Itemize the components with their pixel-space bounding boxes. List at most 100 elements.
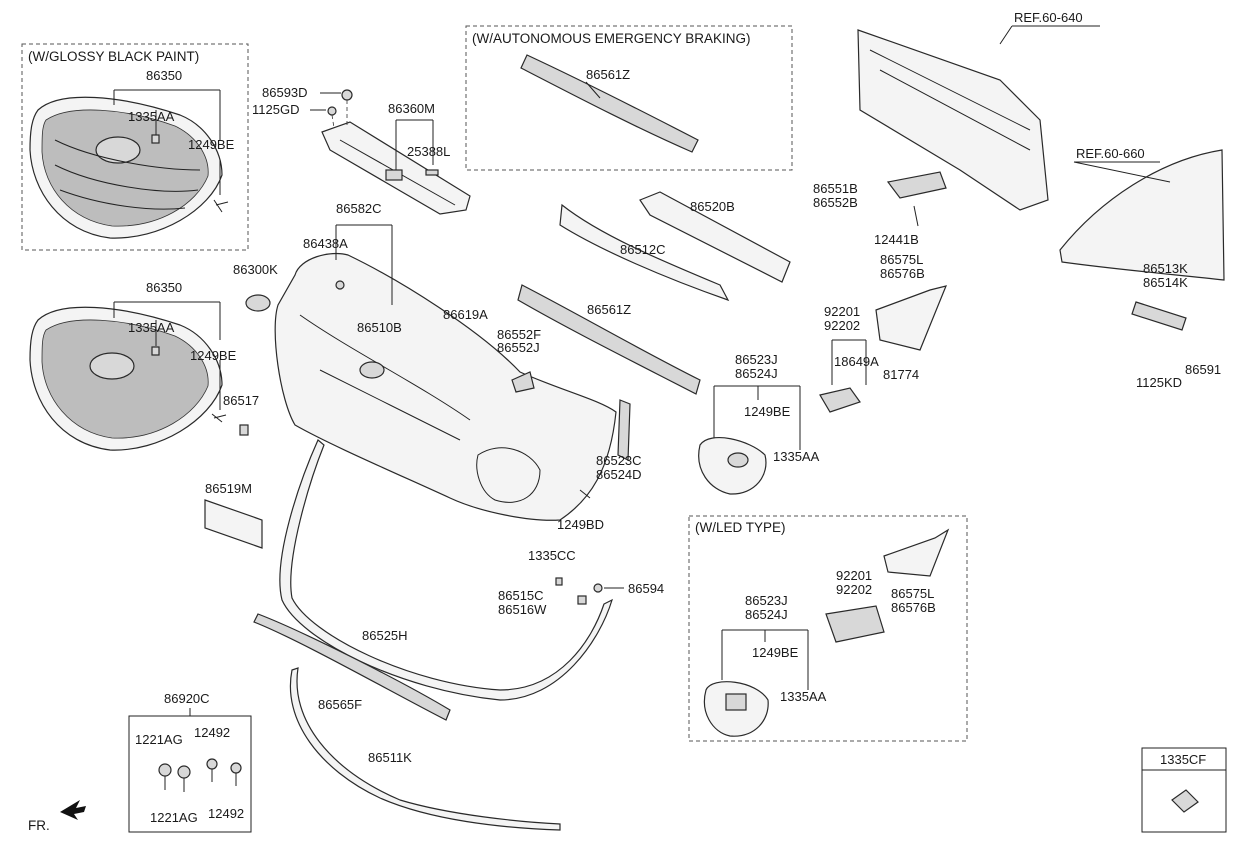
- label-1335CF: 1335CF: [1160, 752, 1206, 767]
- label-86350: 86350: [146, 68, 182, 83]
- ref-leader-2: [1073, 161, 1171, 183]
- ref-leader-1: [999, 25, 1100, 45]
- aeb-group-caption: (W/AUTONOMOUS EMERGENCY BRAKING): [472, 31, 751, 46]
- label-86523J: 86523J: [745, 593, 788, 608]
- label-86561Z: 86561Z: [586, 67, 630, 82]
- kit-fasteners: [158, 758, 242, 792]
- label-1335AA: 1335AA: [780, 689, 827, 704]
- label-1249BE: 1249BE: [744, 404, 791, 419]
- bolt-86593D: [341, 89, 353, 101]
- bracket-86552F: [511, 371, 535, 393]
- label-81774: 81774: [883, 367, 919, 382]
- label-86552B: 86552B: [813, 195, 858, 210]
- label-1125GD: 1125GD: [252, 102, 299, 117]
- label-86517: 86517: [223, 393, 259, 408]
- label-86582C: 86582C: [336, 201, 382, 216]
- label-86524J: 86524J: [735, 366, 778, 381]
- led-group-caption: (W/LED TYPE): [695, 520, 786, 535]
- clip-86594: [593, 583, 603, 593]
- label-86514K: 86514K: [1143, 275, 1188, 290]
- lower-grille-aeb: [520, 54, 699, 153]
- skid-plate-86565F: [253, 613, 451, 721]
- label-1125KD: 1125KD: [1136, 375, 1182, 390]
- lower-grille-86561Z: [517, 284, 701, 395]
- label-86519M: 86519M: [205, 481, 252, 496]
- lower-bumper-86525H: [279, 439, 613, 701]
- bracket-86513K: [1131, 301, 1187, 331]
- label-86593D: 86593D: [262, 85, 308, 100]
- label-86920C: 86920C: [164, 691, 210, 706]
- glossy-paint-group-box: [21, 43, 249, 251]
- label-86516W: 86516W: [498, 602, 547, 617]
- grille-leaders: [113, 301, 221, 410]
- ref-60-640: REF.60-640: [1014, 10, 1083, 25]
- bumper-beam-86512C: [559, 203, 730, 302]
- label-12492: 12492: [208, 806, 244, 821]
- aeb-leader: [585, 81, 601, 99]
- radiator-grille: [29, 306, 223, 451]
- air-guide-86575L: [875, 285, 948, 351]
- license-bracket-86519M: [204, 499, 263, 549]
- clip-86517: [239, 424, 249, 436]
- label-1221AG: 1221AG: [135, 732, 183, 747]
- label-86523J: 86523J: [735, 352, 778, 367]
- label-1249BE: 1249BE: [188, 137, 235, 152]
- radiator-support-ref: [857, 29, 1049, 211]
- fender-ref: [1059, 149, 1225, 281]
- led-cover-opening: [725, 693, 747, 711]
- label-86565F: 86565F: [318, 697, 362, 712]
- label-86510B: 86510B: [357, 320, 402, 335]
- ref-60-660: REF.60-660: [1076, 146, 1145, 161]
- aeb-group-box: [465, 25, 793, 171]
- label-92202: 92202: [836, 582, 872, 597]
- label-86561Z: 86561Z: [587, 302, 631, 317]
- label-86520B: 86520B: [690, 199, 735, 214]
- label-86511K: 86511K: [368, 750, 412, 765]
- clip-1335CC: [555, 577, 563, 586]
- cover-leaders: [713, 385, 801, 450]
- radiator-grille-glossy: [29, 96, 223, 239]
- clip-1335CF: [1171, 789, 1199, 813]
- glossy-paint-group-caption: (W/GLOSSY BLACK PAINT): [28, 49, 199, 64]
- label-86619A: 86619A: [443, 307, 488, 322]
- label-86350: 86350: [146, 280, 182, 295]
- label-92201: 92201: [836, 568, 872, 583]
- label-92202: 92202: [824, 318, 860, 333]
- clip-1335AA-b: [151, 346, 160, 356]
- screw-1249BD: [579, 489, 591, 499]
- emblem-86300K: [245, 294, 271, 312]
- air-guide-led: [883, 528, 950, 577]
- screw-1249BE-b: [211, 413, 227, 423]
- label-86591: 86591: [1185, 362, 1221, 377]
- label-1249BE: 1249BE: [190, 348, 237, 363]
- cover-fastener-leaders: [331, 100, 348, 129]
- bumper-strip-86511K: [289, 667, 561, 831]
- label-1249BD: 1249BD: [557, 517, 604, 532]
- cover-bracket-leaders: [395, 119, 434, 170]
- fastener-kit-box: [128, 715, 252, 833]
- cover-label-leaders: [310, 92, 341, 111]
- label-1249BE: 1249BE: [752, 645, 799, 660]
- label-1335AA: 1335AA: [128, 109, 175, 124]
- label-86300K: 86300K: [233, 262, 278, 277]
- bumper-leaders: [335, 224, 393, 305]
- bracket-86551B: [886, 171, 947, 199]
- label-1335AA: 1335AA: [773, 449, 820, 464]
- label-86576B: 86576B: [891, 600, 936, 615]
- label-86515C: 86515C: [498, 588, 544, 603]
- label-92201: 92201: [824, 304, 860, 319]
- led-fog-lamp: [825, 605, 885, 643]
- screw-1249BE-a: [213, 199, 229, 213]
- label-86551B: 86551B: [813, 181, 858, 196]
- clip-86515C: [577, 595, 587, 605]
- led-cover-leaders: [721, 629, 809, 690]
- label-86512C: 86512C: [620, 242, 666, 257]
- label-86552F: 86552F: [497, 327, 541, 342]
- fog-lamp: [819, 387, 861, 413]
- front-direction-label: FR.: [28, 818, 50, 833]
- fog-lamp-cover-opening: [727, 452, 749, 468]
- label-86575L: 86575L: [891, 586, 934, 601]
- label-1335CC: 1335CC: [528, 548, 576, 563]
- label-1335AA: 1335AA: [128, 320, 175, 335]
